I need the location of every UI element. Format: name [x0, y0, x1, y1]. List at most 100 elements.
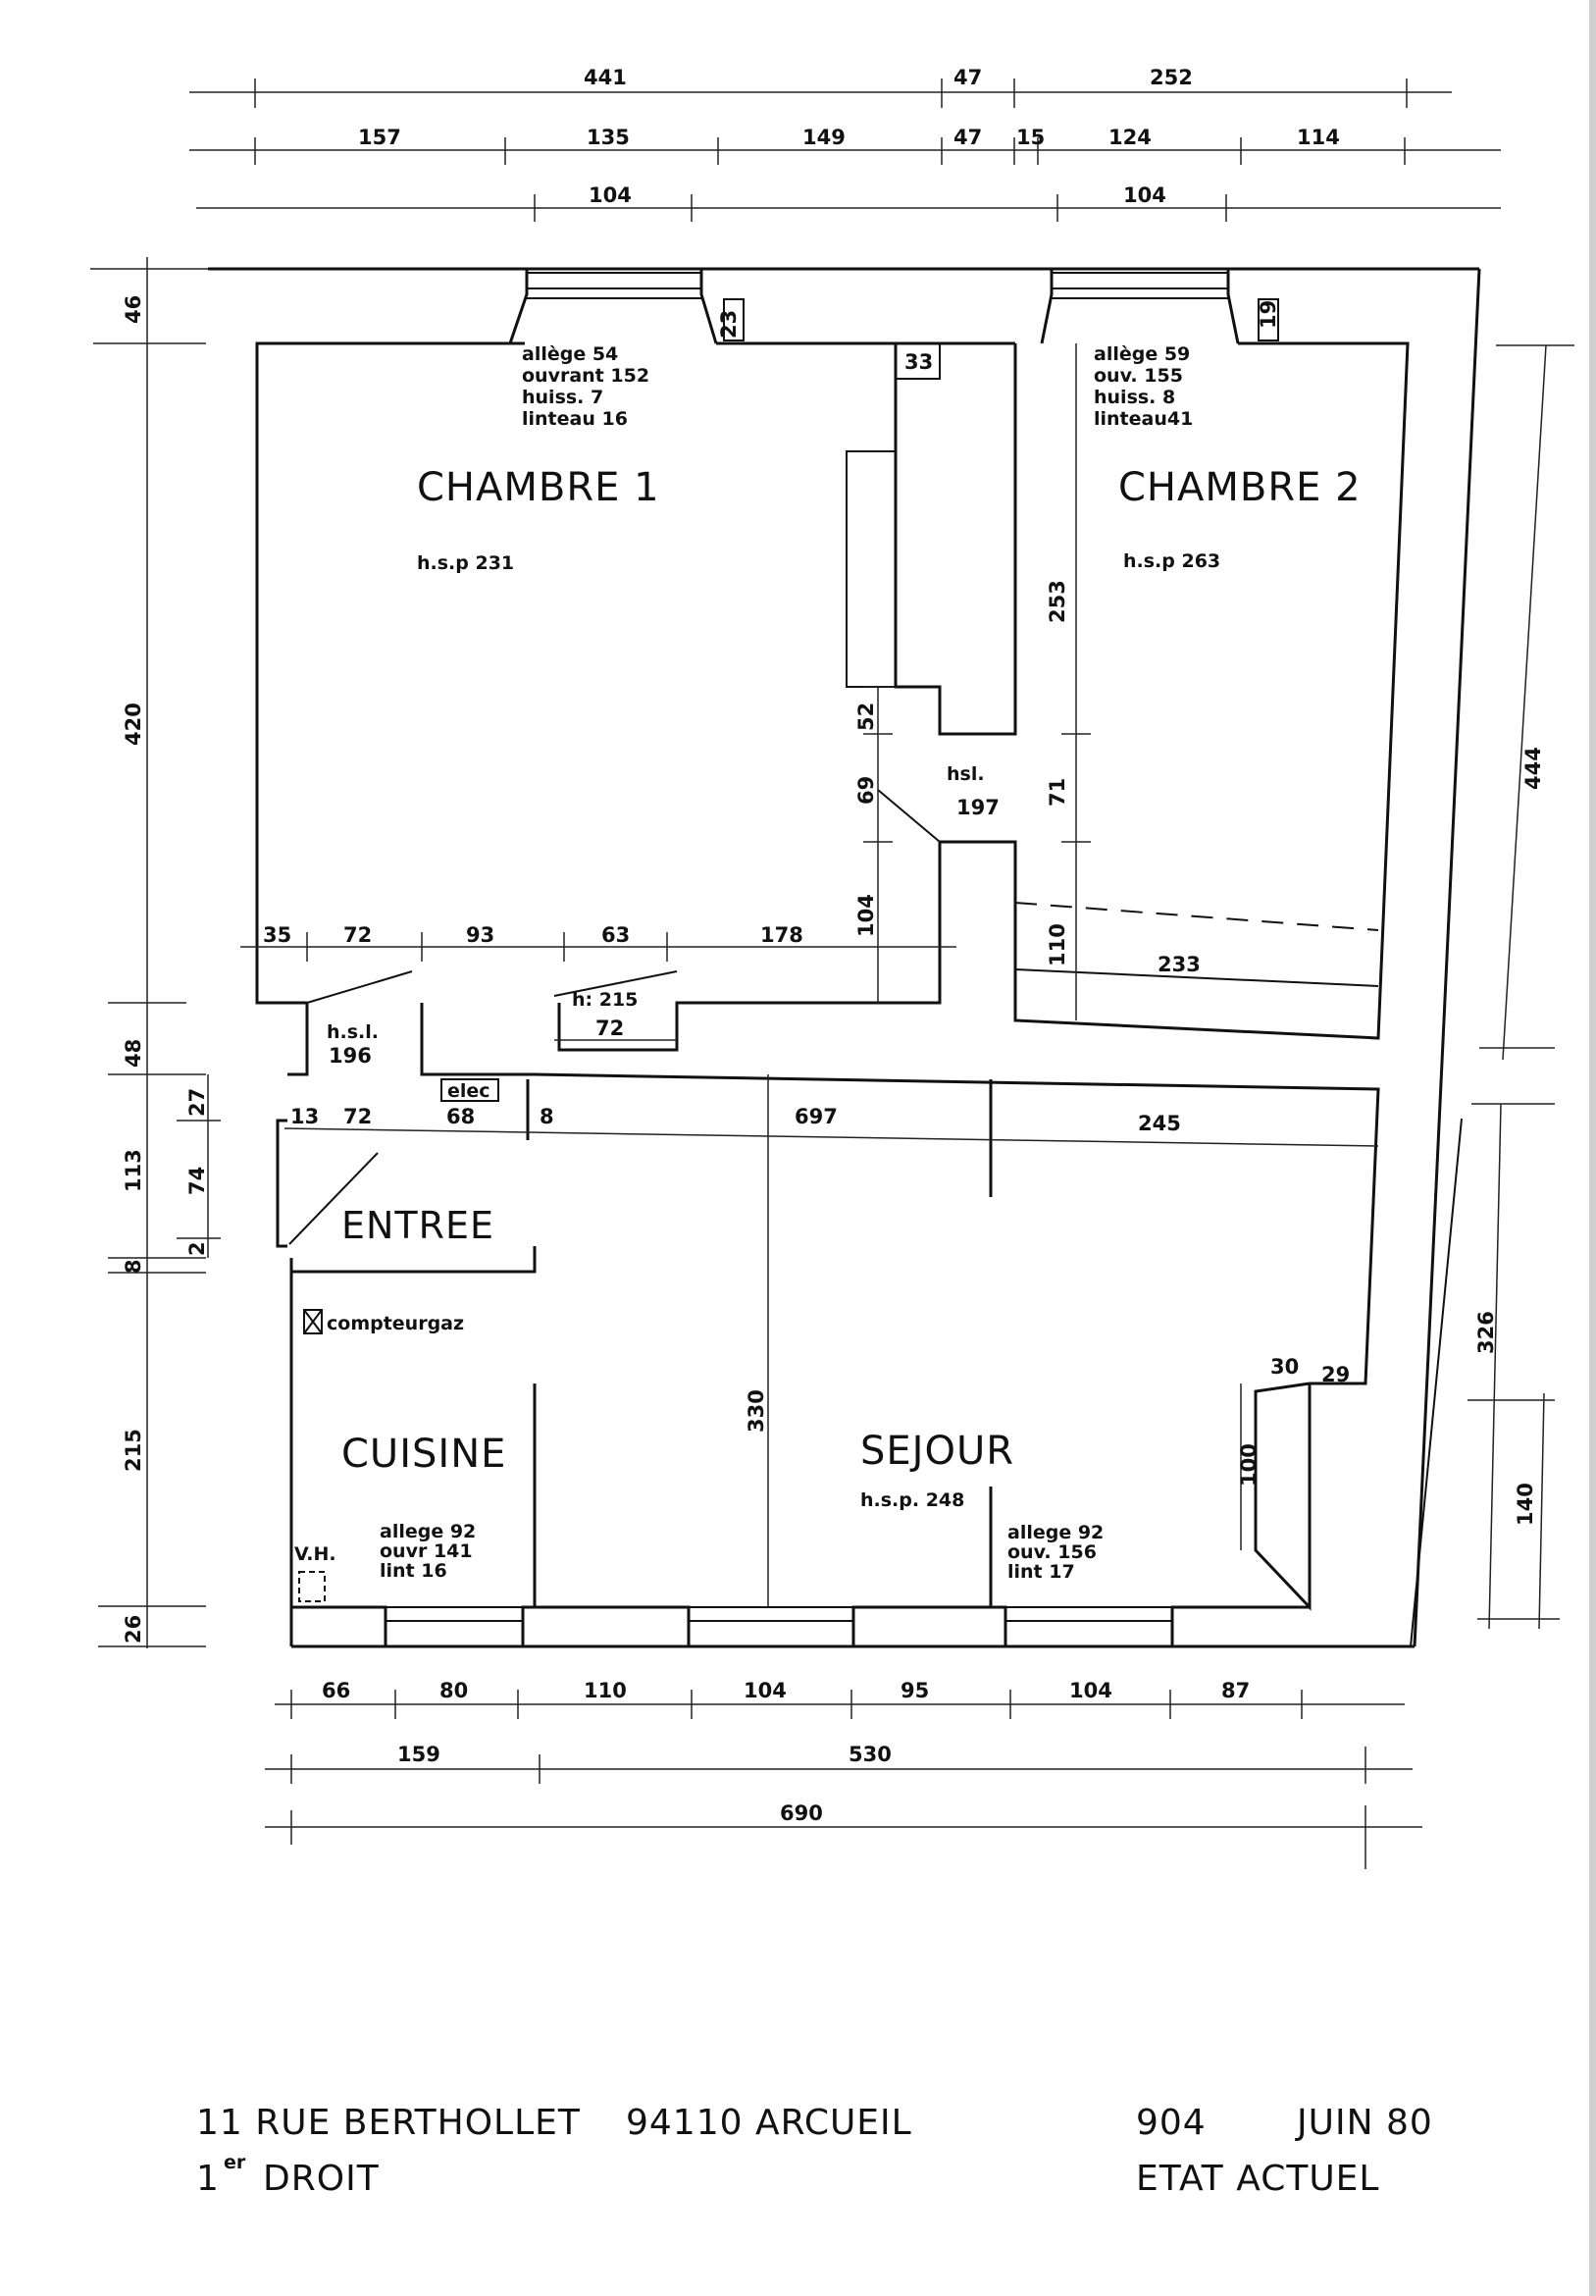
dim-label: 93 [466, 923, 494, 947]
dim-label: 27 [185, 1088, 209, 1117]
dim-label: 697 [795, 1105, 838, 1128]
dim-label: 95 [901, 1679, 929, 1702]
elec-label: elec [447, 1080, 490, 1102]
window-note: huiss. 8 [1094, 387, 1175, 408]
room-name-chambre2: CHAMBRE 2 [1118, 465, 1362, 510]
dim-label: 104 [854, 894, 878, 937]
dim-label: 15 [1016, 126, 1045, 149]
window-chambre2 [1051, 272, 1229, 289]
dim-label: 13 [290, 1105, 319, 1128]
window-note: ouvr 141 [380, 1540, 473, 1562]
dim-label: 80 [439, 1679, 468, 1702]
dim-label: 233 [1158, 953, 1201, 976]
dim-label: 33 [904, 350, 933, 374]
status: ETAT ACTUEL [1136, 2159, 1379, 2199]
gas-meter-label: compteurgaz [327, 1313, 464, 1334]
window-sejour-1 [688, 1606, 854, 1622]
gas-meter-icon [303, 1309, 323, 1334]
hsl-label: h.s.l. [327, 1021, 379, 1043]
dim-label: 104 [744, 1679, 787, 1702]
dim-label: 149 [802, 126, 846, 149]
dim-label: 690 [780, 1801, 823, 1825]
dim-label: 104 [589, 183, 632, 207]
dim-label: 326 [1474, 1311, 1498, 1354]
dim-label: 114 [1297, 126, 1340, 149]
window-note: linteau41 [1094, 408, 1193, 430]
floor-word: DROIT [263, 2159, 380, 2199]
dim-label: 252 [1150, 66, 1193, 89]
hsl-label: hsl. [947, 763, 985, 785]
dim-label: 47 [953, 126, 982, 149]
dim-label: 104 [1069, 1679, 1112, 1702]
hsl-label: 197 [956, 796, 1000, 819]
left-dimension-lines [90, 257, 221, 1648]
vh-label: V.H. [294, 1543, 336, 1565]
room-name-chambre1: CHAMBRE 1 [417, 465, 660, 510]
window-notes: allège 54 ouvrant 152 huiss. 7 linteau 1… [380, 343, 1193, 1583]
dim-label: 330 [745, 1389, 768, 1433]
dim-label: 26 [122, 1615, 145, 1644]
window-note: huiss. 7 [522, 387, 603, 408]
room-hsp-chambre2: h.s.p 263 [1123, 550, 1220, 572]
title-block: 11 RUE BERTHOLLET 1 er DROIT 94110 ARCUE… [196, 2103, 1432, 2199]
dim-label: 87 [1221, 1679, 1250, 1702]
hsl-label: 196 [329, 1044, 372, 1068]
dim-label: 441 [584, 66, 627, 89]
top-dimension-labels: 441 47 252 157 135 149 47 15 124 114 104… [358, 66, 1340, 207]
dim-label: 23 [717, 310, 741, 339]
top-dimension-lines [189, 78, 1501, 222]
room-name-sejour: SEJOUR [860, 1429, 1014, 1474]
dim-label: 47 [953, 66, 982, 89]
dim-label: 178 [760, 923, 803, 947]
room-name-cuisine: CUISINE [341, 1432, 506, 1477]
window-sejour-2 [1004, 1606, 1173, 1622]
dim-label: 72 [343, 923, 372, 947]
interior-labels: 23 19 33 253 52 69 71 104 110 233 hsl. 1… [263, 298, 1350, 1602]
dim-label: 46 [122, 295, 145, 324]
window-note: lint 17 [1007, 1561, 1075, 1583]
dim-label: 2 [185, 1241, 209, 1256]
left-dimension-labels: 46 420 48 113 27 74 2 8 215 26 [122, 295, 209, 1644]
room-hsp-sejour: h.s.p. 248 [860, 1489, 964, 1511]
city: 94110 ARCUEIL [626, 2103, 912, 2143]
dim-label: 110 [1046, 923, 1069, 966]
dim-label: 35 [263, 923, 291, 947]
bottom-dimension-labels: 66 80 110 104 95 104 87 159 530 690 [322, 1679, 1250, 1825]
elec-box [440, 1078, 499, 1102]
dim-label: 140 [1514, 1483, 1537, 1526]
reference-number: 904 [1136, 2103, 1207, 2143]
dim-label: 100 [1237, 1443, 1261, 1487]
dim-label: 157 [358, 126, 401, 149]
dim-label: 74 [185, 1167, 209, 1195]
right-dimension-lines [1467, 344, 1574, 1630]
dim-label: 72 [595, 1017, 624, 1040]
window-note: lint 16 [380, 1560, 447, 1582]
vh-icon [298, 1571, 326, 1602]
room-name-entree: ENTREE [341, 1204, 494, 1247]
bottom-dimension-lines [265, 1690, 1422, 1869]
dim-label: 135 [587, 126, 630, 149]
room-names: CHAMBRE 1 h.s.p 231 CHAMBRE 2 h.s.p 263 … [341, 465, 1362, 1511]
door-swings [288, 789, 1379, 1245]
dim-label: 69 [854, 776, 878, 805]
window-cuisine [385, 1606, 524, 1622]
dim-label: 48 [122, 1039, 145, 1068]
dim-label: 444 [1521, 747, 1545, 790]
dim-label: 72 [343, 1105, 372, 1128]
window-note: allege 92 [1007, 1522, 1104, 1543]
dim-label: 29 [1321, 1363, 1350, 1386]
dim-label: 63 [601, 923, 630, 947]
window-note: allege 92 [380, 1521, 476, 1542]
address: 11 RUE BERTHOLLET [196, 2103, 581, 2143]
dim-label: 8 [540, 1105, 554, 1128]
dim-label: 19 [1257, 300, 1280, 329]
floor-suffix: er [224, 2152, 246, 2173]
window-note: allège 54 [522, 343, 618, 365]
dim-label: 124 [1108, 126, 1152, 149]
dim-label: 66 [322, 1679, 350, 1702]
window-note: ouv. 155 [1094, 365, 1183, 387]
scan-edge [1589, 0, 1596, 2296]
window-note: allège 59 [1094, 343, 1190, 365]
window-note: linteau 16 [522, 408, 628, 430]
